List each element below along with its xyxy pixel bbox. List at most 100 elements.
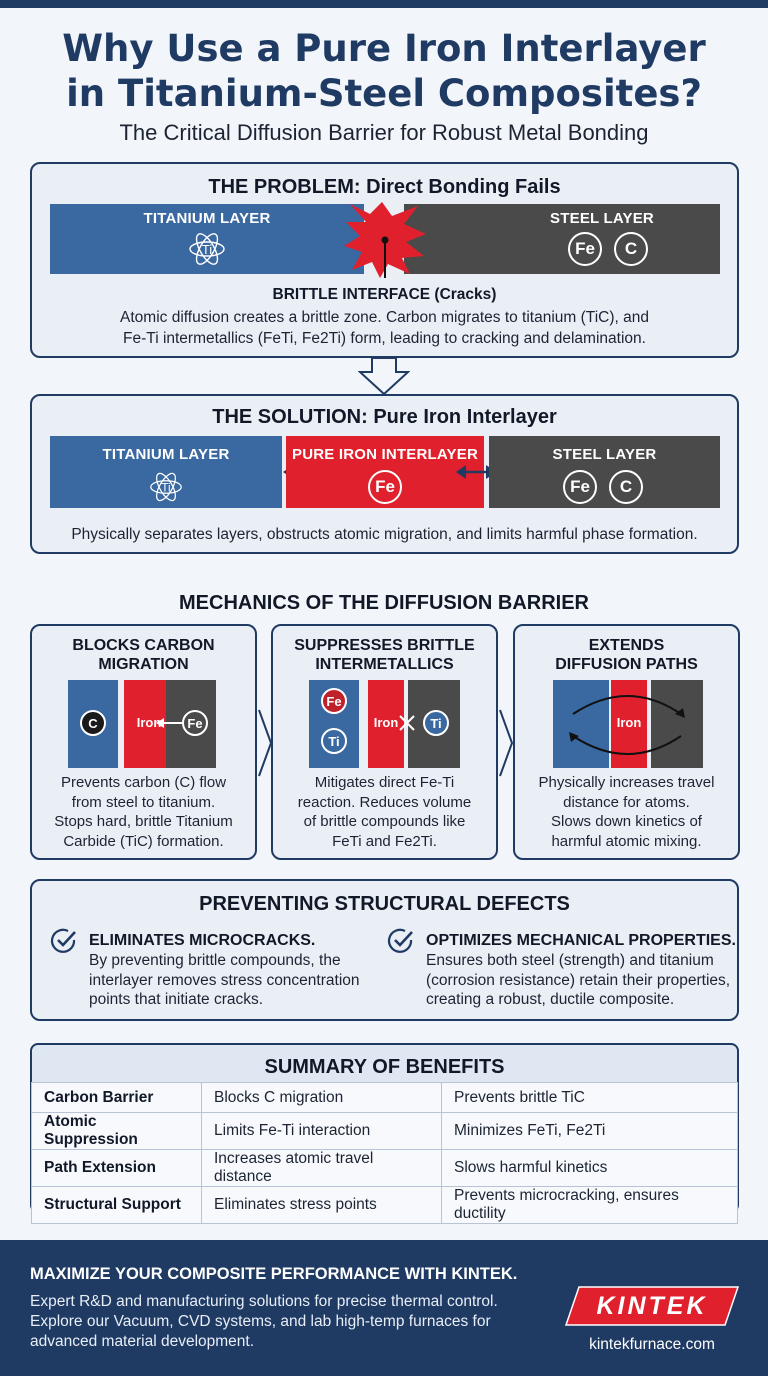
titanium-atom: Ti	[321, 728, 347, 754]
carbon-atom: C	[80, 710, 106, 736]
website-link[interactable]: kintekfurnace.com	[589, 1336, 715, 1353]
table-cell: Minimizes FeTi, Fe2Ti	[441, 1112, 738, 1150]
mechanic-title-line: SUPPRESSES BRITTLE	[294, 637, 475, 654]
mechanics-heading: MECHANICS OF THE DIFFUSION BARRIER	[179, 592, 589, 614]
curved-path-arrows-icon	[569, 695, 685, 755]
mechanic-desc-line: distance for atoms.	[563, 793, 690, 811]
mechanic-card-diffusion-paths: EXTENDS DIFFUSION PATHS Iron Physically …	[513, 624, 740, 860]
solution-steel-atom-fe: Fe	[563, 470, 597, 504]
title-line-1: Why Use a Pure Iron Interlayer	[62, 27, 706, 70]
mechanic-desc-line: harmful atomic mixing.	[551, 832, 702, 850]
kintek-logo[interactable]: KINTEK	[565, 1286, 739, 1326]
problem-steel-atom-c: C	[614, 232, 648, 266]
mechanic-title-line: BLOCKS CARBON	[72, 637, 215, 654]
footer-text-line: advanced material development.	[30, 1333, 255, 1350]
problem-description-line-1: Atomic diffusion creates a brittle zone.…	[120, 309, 649, 326]
steel-block	[651, 680, 703, 768]
mechanic-desc-line: Mitigates direct Fe-Ti	[314, 774, 455, 791]
table-row: Path Extension Increases atomic travel d…	[31, 1149, 738, 1187]
mechanic-card-title: EXTENDS DIFFUSION PATHS	[515, 636, 738, 674]
page-title: Why Use a Pure Iron Interlayer in Titani…	[0, 26, 768, 116]
table-cell: Path Extension	[31, 1149, 202, 1187]
problem-panel: THE PROBLEM: Direct Bonding Fails TITANI…	[30, 162, 739, 358]
problem-steel-atom-fe: Fe	[568, 232, 602, 266]
mechanic-desc-line: Physically increases travel	[538, 774, 715, 791]
defect-text-line: creating a robust, ductile composite.	[426, 991, 675, 1008]
problem-steel-layer: STEEL LAYER Fe C	[404, 204, 720, 274]
mechanic-card-description: Mitigates direct Fe-Ti reaction. Reduces…	[281, 773, 488, 851]
defect-text: Ensures both steel (strength) and titani…	[426, 951, 730, 1010]
problem-titanium-layer: TITANIUM LAYER Ti	[50, 204, 364, 274]
footer: MAXIMIZE YOUR COMPOSITE PERFORMANCE WITH…	[0, 1240, 768, 1376]
defect-title: ELIMINATES MICROCRACKS.	[89, 932, 316, 949]
problem-titanium-label: TITANIUM LAYER	[143, 210, 271, 227]
problem-interface-label: BRITTLE INTERFACE (Cracks)	[272, 286, 497, 303]
table-cell: Eliminates stress points	[201, 1186, 442, 1224]
solution-steel-atom-c: C	[609, 470, 643, 504]
iron-block-label: Iron	[616, 715, 642, 730]
defect-text-line: interlayer removes stress concentration	[89, 971, 360, 989]
mechanic-card-title: SUPPRESSES BRITTLE INTERMETALLICS	[273, 636, 496, 674]
iron-block-label: Iron	[136, 715, 162, 730]
defects-heading: PREVENTING STRUCTURAL DEFECTS	[199, 893, 570, 915]
problem-steel-label: STEEL LAYER	[550, 210, 654, 227]
mechanic-desc-line: Prevents carbon (C) flow	[60, 774, 227, 791]
mechanic-desc-line: of brittle compounds like	[303, 813, 466, 830]
chevron-right-icon	[499, 709, 514, 777]
mechanic-desc-line: Slows down kinetics of	[551, 813, 702, 830]
table-cell: Blocks C migration	[201, 1082, 442, 1113]
solution-heading: THE SOLUTION: Pure Iron Interlayer	[212, 406, 557, 428]
defects-panel: PREVENTING STRUCTURAL DEFECTS ELIMINATES…	[30, 879, 739, 1021]
defect-text-line: Ensures both steel (strength) and titani…	[426, 952, 714, 969]
solution-steel-label: STEEL LAYER	[552, 446, 657, 463]
problem-description: Atomic diffusion creates a brittle zone.…	[32, 307, 737, 349]
footer-text: Expert R&D and manufacturing solutions f…	[30, 1292, 550, 1352]
summary-heading: SUMMARY OF BENEFITS	[264, 1056, 505, 1078]
iron-atom: Fe	[182, 710, 208, 736]
solution-description: Physically separates layers, obstructs a…	[71, 526, 698, 543]
problem-heading: THE PROBLEM: Direct Bonding Fails	[208, 176, 561, 198]
solution-iron-layer: PURE IRON INTERLAYER Fe	[286, 436, 484, 508]
table-cell: Prevents microcracking, ensures ductilit…	[441, 1186, 738, 1224]
top-accent-bar	[0, 0, 768, 8]
mechanic-desc-line: FeTi and Fe2Ti.	[332, 832, 437, 850]
page-subtitle: The Critical Diffusion Barrier for Robus…	[119, 120, 649, 145]
mechanic-card-carbon: BLOCKS CARBON MIGRATION Iron C Fe Preven…	[30, 624, 257, 860]
iron-atom: Fe	[321, 688, 347, 714]
table-cell: Limits Fe-Ti interaction	[201, 1112, 442, 1150]
solution-steel-layer: STEEL LAYER Fe C	[489, 436, 720, 508]
titanium-atom-icon: Ti	[150, 472, 182, 502]
titanium-symbol: Ti	[161, 481, 170, 494]
check-circle-icon	[50, 928, 76, 953]
table-row: Atomic Suppression Limits Fe-Ti interact…	[31, 1112, 738, 1150]
mechanic-title-line: EXTENDS	[588, 637, 665, 654]
iron-block	[368, 680, 404, 768]
footer-text-line: Explore our Vacuum, CVD systems, and lab…	[30, 1313, 491, 1330]
mechanic-card-description: Prevents carbon (C) flow from steel to t…	[40, 773, 247, 851]
table-cell: Slows harmful kinetics	[441, 1149, 738, 1187]
logo-text: KINTEK	[596, 1291, 708, 1320]
table-cell: Prevents brittle TiC	[441, 1082, 738, 1113]
titanium-atom-icon: Ti	[189, 233, 225, 265]
table-cell: Carbon Barrier	[31, 1082, 202, 1113]
title-line-2: in Titanium-Steel Composites?	[66, 72, 702, 115]
defect-text-line: points that initiate cracks.	[89, 991, 264, 1008]
mechanic-title-line: INTERMETALLICS	[315, 656, 454, 673]
solution-titanium-label: TITANIUM LAYER	[102, 446, 230, 463]
mechanic-card-intermetallics: SUPPRESSES BRITTLE INTERMETALLICS Iron F…	[271, 624, 498, 860]
solution-titanium-layer: TITANIUM LAYER Ti	[50, 436, 282, 508]
table-cell: Structural Support	[31, 1186, 202, 1224]
table-cell: Atomic Suppression	[31, 1112, 202, 1150]
titanium-atom: Ti	[423, 710, 449, 736]
footer-text-line: Expert R&D and manufacturing solutions f…	[30, 1293, 498, 1310]
defect-text: By preventing brittle compounds, the int…	[89, 951, 360, 1010]
table-cell: Increases atomic travel distance	[201, 1149, 442, 1187]
mechanic-card-description: Physically increases travel distance for…	[523, 773, 730, 851]
table-row: Carbon Barrier Blocks C migration Preven…	[31, 1082, 738, 1113]
brittle-crack-icon	[344, 202, 426, 278]
mechanic-card-title: BLOCKS CARBON MIGRATION	[32, 636, 255, 674]
mechanic-desc-line: from steel to titanium.	[71, 793, 216, 811]
defect-text-line: By preventing brittle compounds, the	[89, 952, 341, 969]
blocked-arrow-icon	[156, 718, 182, 728]
mechanic-title-line: MIGRATION	[98, 656, 189, 673]
